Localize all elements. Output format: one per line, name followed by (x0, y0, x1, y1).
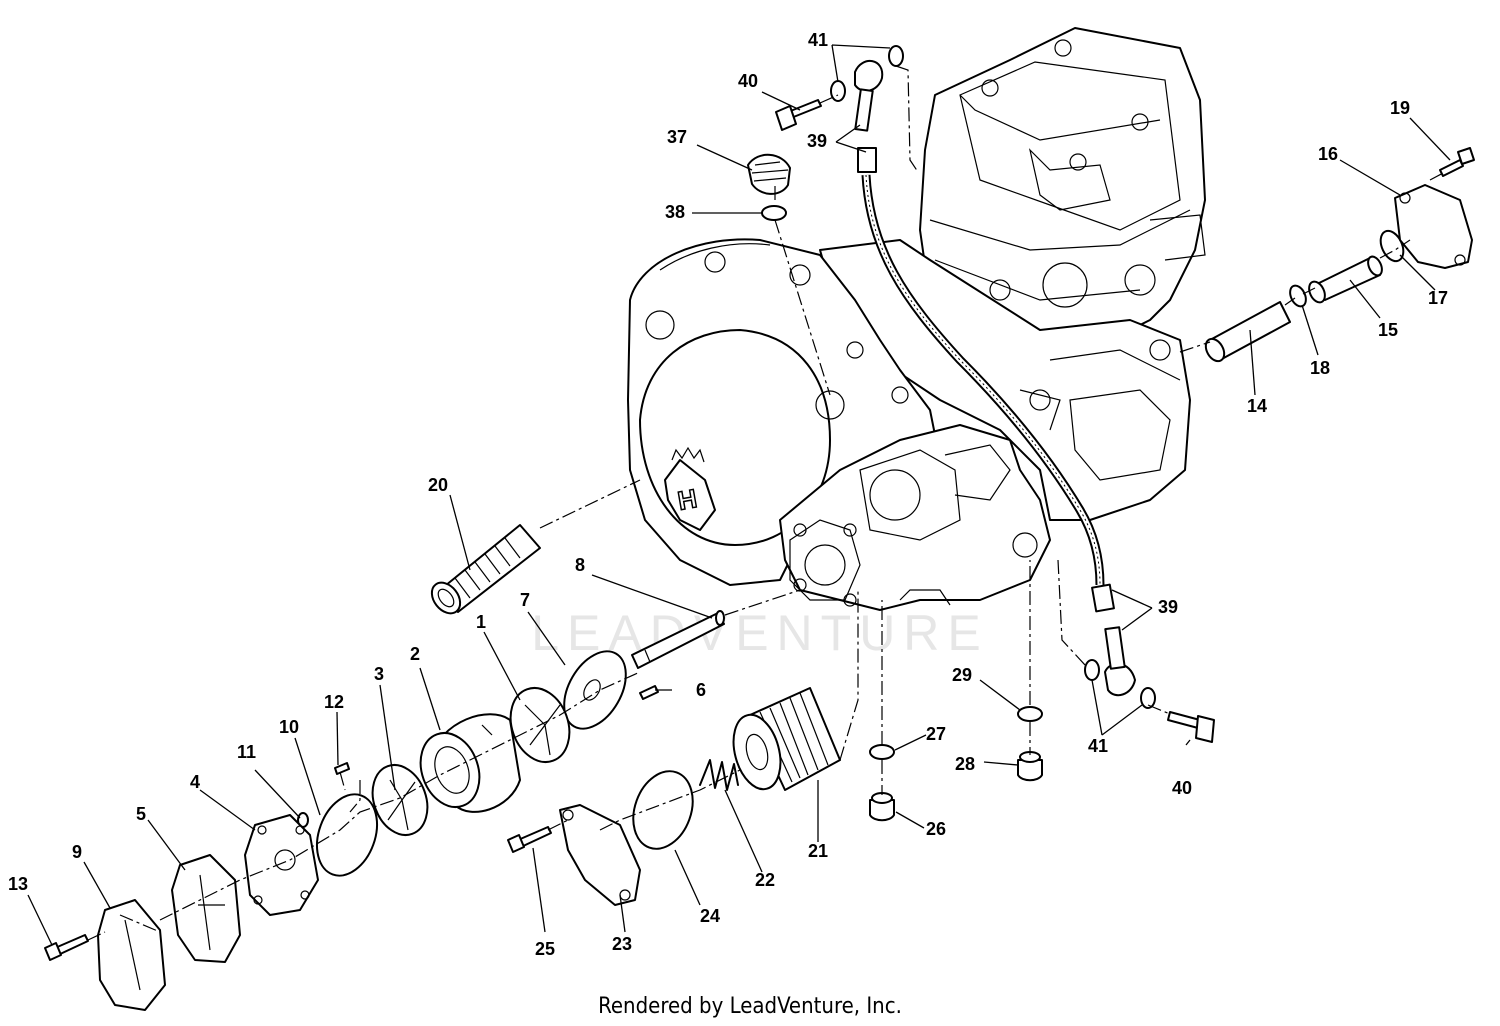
part-2-pump-housing (419, 713, 521, 813)
part-10-o-ring (316, 793, 378, 877)
part-15-shaft (1308, 255, 1383, 304)
part-37-filler-cap (747, 153, 791, 195)
callout-13: 13 (8, 874, 28, 894)
part-29-washer (1017, 706, 1043, 722)
part-40-lower-banjo-bolt (1167, 711, 1215, 743)
callout-8: 8 (575, 555, 585, 575)
callout-28: 28 (955, 754, 975, 774)
part-38-washer (761, 205, 787, 221)
callout-10: 10 (279, 717, 299, 737)
part-9-cover-plate (97, 899, 166, 1011)
callout-16: 16 (1318, 144, 1338, 164)
part-22-spring (699, 759, 739, 791)
part-28-plug (1017, 751, 1043, 782)
part-16-cover (1394, 184, 1473, 269)
callout-40-lower: 40 (1172, 778, 1192, 798)
callout-26: 26 (926, 819, 946, 839)
callout-11: 11 (237, 742, 256, 762)
part-24-o-ring (632, 770, 694, 850)
callout-40-upper: 40 (738, 71, 758, 91)
callout-leaders (27, 44, 1451, 946)
callout-17: 17 (1428, 288, 1448, 308)
part-21-oil-filter (732, 687, 841, 791)
assembly-centerlines (87, 65, 1446, 941)
callout-24: 24 (700, 906, 720, 926)
part-12-pin (334, 762, 350, 775)
engine-assembly: H (627, 27, 1206, 611)
callout-18: 18 (1310, 358, 1330, 378)
callout-22: 22 (755, 870, 775, 890)
callout-39-upper: 39 (807, 131, 827, 151)
oil-line (857, 147, 1115, 613)
callout-14: 14 (1247, 396, 1267, 416)
callout-7: 7 (520, 590, 530, 610)
callout-23: 23 (612, 934, 632, 954)
callout-29: 29 (952, 665, 972, 685)
callout-3: 3 (374, 664, 384, 684)
callout-9: 9 (72, 842, 82, 862)
callout-1: 1 (476, 612, 486, 632)
part-5-reed-plate (171, 854, 241, 963)
part-20-oil-screen (430, 524, 541, 615)
part-40-upper-banjo-bolt (775, 99, 822, 131)
callout-38: 38 (665, 202, 685, 222)
part-13-bolt (44, 934, 89, 961)
footer-credit: Rendered by LeadVenture, Inc. (598, 994, 902, 1019)
part-6-pin (639, 685, 659, 700)
callout-labels: 1 2 3 4 5 6 7 8 9 10 11 12 13 14 15 16 1… (8, 30, 1448, 959)
callout-21: 21 (808, 841, 828, 861)
part-3-outer-rotor (371, 764, 429, 836)
callout-4: 4 (190, 772, 200, 792)
callout-27: 27 (926, 724, 946, 744)
part-14-sleeve (1204, 301, 1291, 363)
callout-15: 15 (1378, 320, 1398, 340)
callout-12: 12 (324, 692, 344, 712)
part-19-bolt (1439, 147, 1475, 177)
callout-41-lower: 41 (1088, 736, 1108, 756)
callout-41-upper: 41 (808, 30, 828, 50)
callout-6: 6 (696, 680, 706, 700)
part-7-washer (563, 650, 627, 730)
callout-39-lower: 39 (1158, 597, 1178, 617)
part-18-circlip (1289, 284, 1307, 308)
pump-housing (779, 424, 1051, 611)
part-4-pump-plate (244, 814, 319, 916)
upper-banjo-fitting (830, 45, 904, 132)
part-25-bolt (507, 826, 552, 853)
callout-5: 5 (136, 804, 146, 824)
callout-20: 20 (428, 475, 448, 495)
part-27-washer (869, 744, 895, 760)
part-8-pump-shaft (631, 610, 725, 669)
callout-25: 25 (535, 939, 555, 959)
callout-37: 37 (667, 127, 687, 147)
callout-19: 19 (1390, 98, 1410, 118)
callout-2: 2 (410, 644, 420, 664)
part-26-drain-plug (869, 792, 895, 822)
part-23-filter-cover (559, 804, 641, 906)
